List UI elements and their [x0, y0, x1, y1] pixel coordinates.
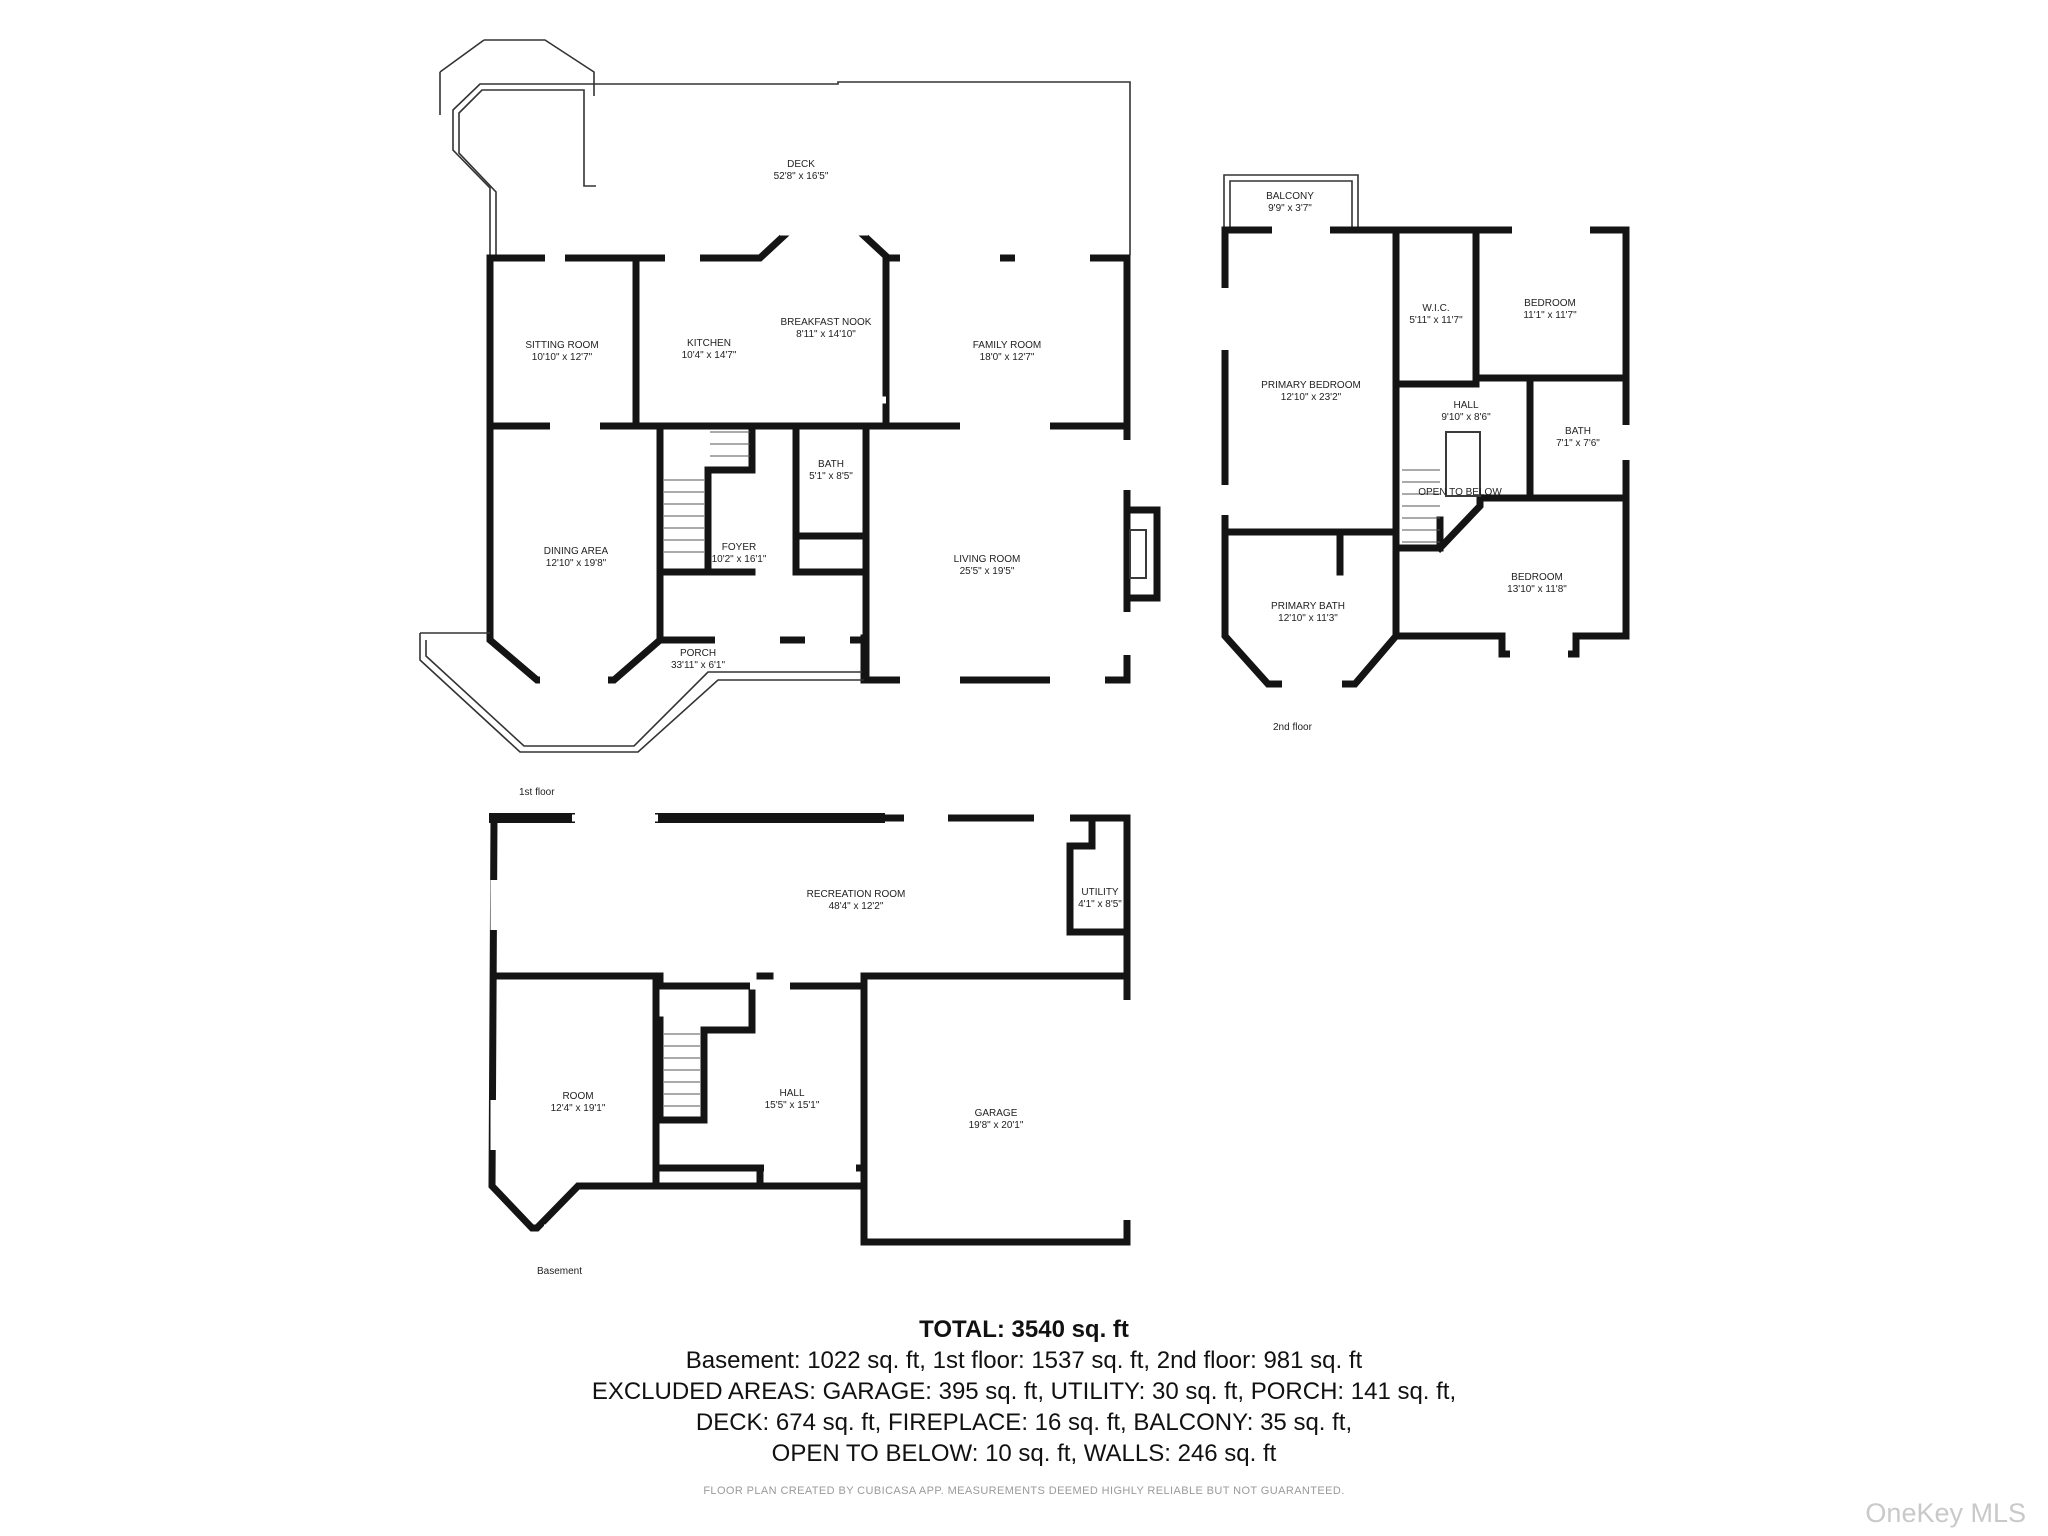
basement-label: Basement [537, 1266, 582, 1277]
dining-area-name: DINING AREA [544, 546, 609, 557]
bath-dim: 5'1" x 8'5" [809, 471, 853, 482]
bath-2-dim: 7'1" x 7'6" [1556, 438, 1600, 449]
hall-basement-dim: 15'5" x 15'1" [765, 1100, 820, 1111]
room-dim: 12'4" x 19'1" [551, 1103, 606, 1114]
hall-basement-name: HALL [779, 1088, 804, 1099]
deck-name: DECK [787, 159, 815, 170]
open-to-below-label: OPEN TO BELOW [1418, 487, 1502, 498]
deck-outline [452, 81, 1131, 255]
balcony-outline [1223, 174, 1359, 228]
bedroom-2-name: BEDROOM [1511, 572, 1563, 583]
basement-walls [488, 814, 1131, 1246]
utility-dim: 4'1" x 8'5" [1078, 899, 1122, 910]
summary-line-1: Basement: 1022 sq. ft, 1st floor: 1537 s… [685, 1347, 1363, 1374]
summary-line-4: OPEN TO BELOW: 10 sq. ft, WALLS: 246 sq.… [771, 1440, 1277, 1467]
balcony-dim: 9'9" x 3'7" [1268, 203, 1312, 214]
recreation-room-dim: 48'4" x 12'2" [829, 901, 884, 912]
deck-dim: 52'8" x 16'5" [774, 171, 829, 182]
dining-area-dim: 12'10" x 19'8" [546, 558, 607, 569]
porch-outline [419, 632, 864, 753]
watermark-logo: OneKey MLS [1865, 1498, 2026, 1528]
bedroom-2-dim: 13'10" x 11'8" [1507, 584, 1567, 595]
porch-name: PORCH [680, 648, 716, 659]
area-summary: TOTAL: 3540 sq. ft Basement: 1022 sq. ft… [0, 1314, 2048, 1469]
garage-dim: 19'8" x 20'1" [969, 1120, 1024, 1131]
basement-plan: RECREATION ROOM 48'4" x 12'2" UTILITY 4'… [488, 813, 1131, 1277]
sitting-room-dim: 10'10" x 12'7" [532, 352, 593, 363]
bedroom-1-dim: 11'1" x 11'7" [1523, 310, 1577, 321]
garage-name: GARAGE [975, 1108, 1018, 1119]
second-floor-stairs [1402, 469, 1440, 543]
family-room-name: FAMILY ROOM [973, 340, 1042, 351]
bedroom-1-name: BEDROOM [1524, 298, 1576, 309]
living-room-dim: 25'5" x 19'5" [960, 566, 1015, 577]
primary-bedroom-name: PRIMARY BEDROOM [1261, 380, 1361, 391]
basement-stairs [664, 1033, 700, 1107]
bath-name: BATH [818, 459, 844, 470]
sitting-room-name: SITTING ROOM [525, 340, 598, 351]
hall-2-name: HALL [1453, 400, 1478, 411]
second-floor-plan: BALCONY 9'9" x 3'7" W.I.C. 5'11" x 11'7"… [1221, 174, 1630, 733]
breakfast-nook-dim: 8'11" x 14'10" [796, 329, 856, 340]
first-floor-walls [486, 228, 1131, 684]
kitchen-name: KITCHEN [687, 338, 731, 349]
wic-dim: 5'11" x 11'7" [1409, 315, 1463, 326]
family-room-dim: 18'0" x 12'7" [980, 352, 1035, 363]
fireplace [1123, 506, 1161, 602]
primary-bath-name: PRIMARY BATH [1271, 601, 1345, 612]
kitchen-dim: 10'4" x 14'7" [682, 350, 737, 361]
primary-bedroom-dim: 12'10" x 23'2" [1281, 392, 1342, 403]
balcony-name: BALCONY [1266, 191, 1314, 202]
foyer-name: FOYER [722, 542, 756, 553]
wic-name: W.I.C. [1422, 303, 1449, 314]
disclaimer: FLOOR PLAN CREATED BY CUBICASA APP. MEAS… [703, 1485, 1345, 1497]
utility-walls [1066, 814, 1131, 936]
total-area: TOTAL: 3540 sq. ft [919, 1316, 1129, 1343]
living-room-name: LIVING ROOM [954, 554, 1021, 565]
hall-2-dim: 9'10" x 8'6" [1441, 412, 1491, 423]
deck-octagon [439, 39, 595, 115]
bath-2-name: BATH [1565, 426, 1591, 437]
first-floor-stairs [664, 431, 750, 553]
foyer-dim: 10'2" x 16'1" [712, 554, 767, 565]
second-floor-label: 2nd floor [1273, 722, 1313, 733]
utility-name: UTILITY [1081, 887, 1119, 898]
breakfast-nook-name: BREAKFAST NOOK [781, 317, 872, 328]
porch-dim: 33'11" x 6'1" [671, 660, 726, 671]
first-floor-label: 1st floor [519, 787, 555, 798]
summary-line-3: DECK: 674 sq. ft, FIREPLACE: 16 sq. ft, … [695, 1409, 1353, 1436]
summary-line-2: EXCLUDED AREAS: GARAGE: 395 sq. ft, UTIL… [591, 1378, 1457, 1405]
room-name: ROOM [562, 1091, 593, 1102]
primary-bath-dim: 12'10" x 11'3" [1278, 613, 1338, 624]
recreation-room-name: RECREATION ROOM [807, 889, 906, 900]
first-floor-plan: DECK 52'8" x 16'5" SITTING ROOM 10'10" x… [419, 39, 1161, 798]
